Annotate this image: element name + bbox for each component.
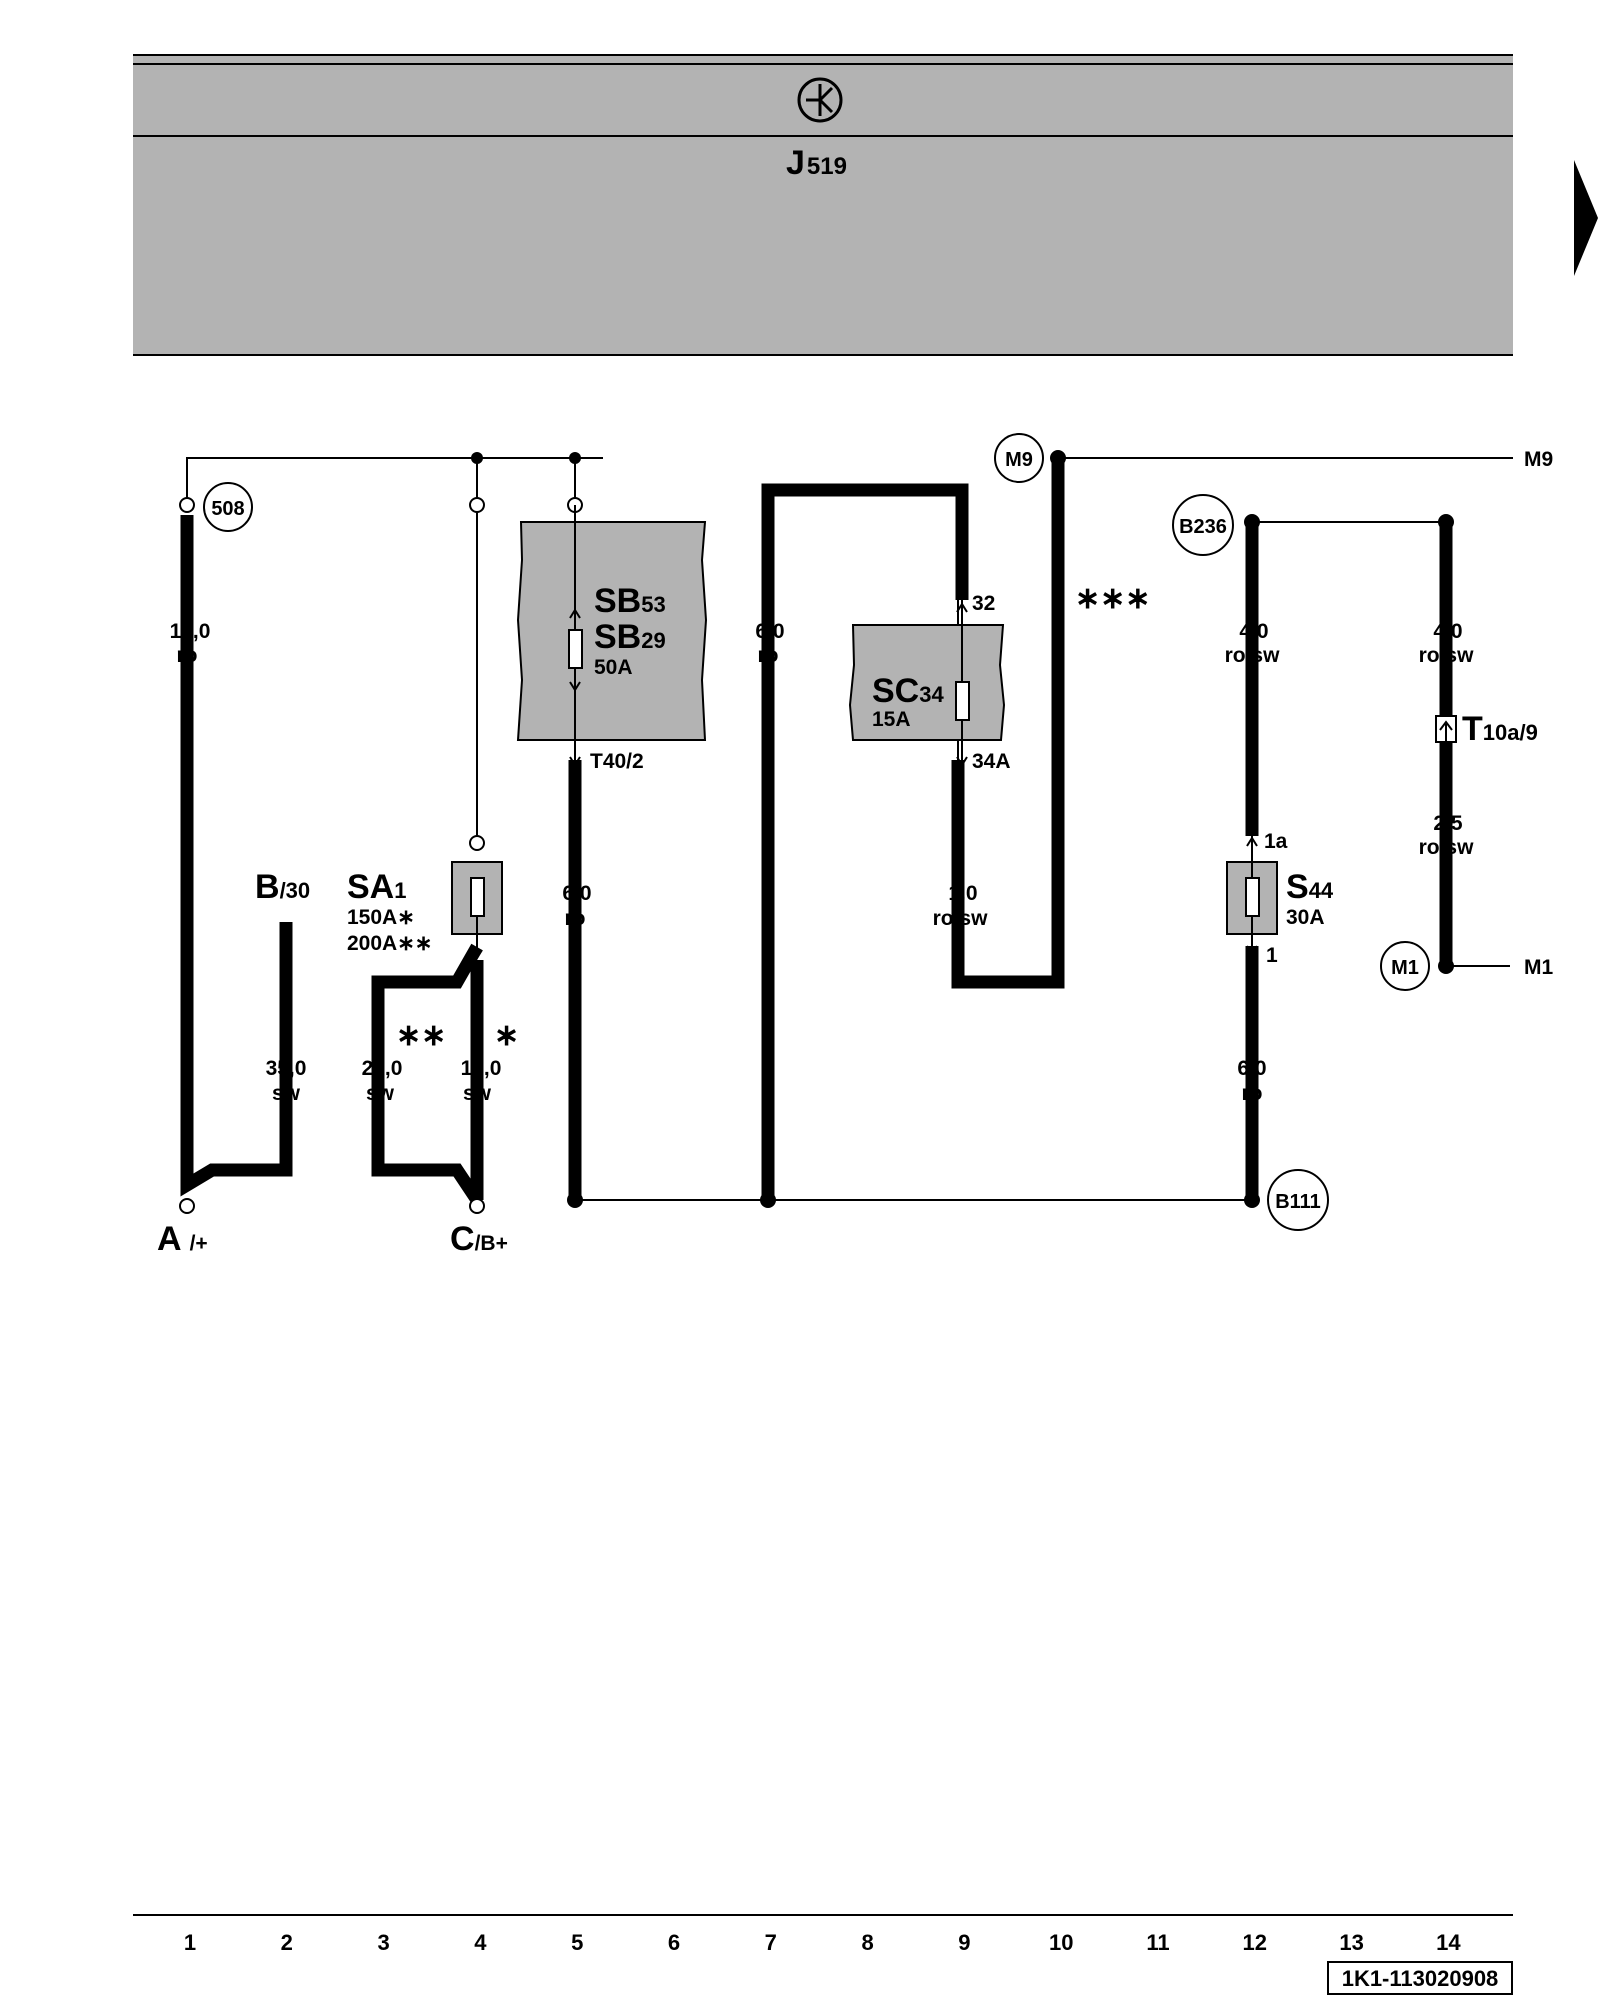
wire-4-size: 16,0 — [461, 1057, 502, 1080]
fuse-sc34-rating: 15A — [872, 708, 911, 731]
marker-b236: B236 — [1179, 516, 1227, 538]
wire-2-color: sw — [272, 1082, 301, 1105]
column-number: 12 — [1243, 1930, 1267, 1955]
column-number: 1 — [184, 1930, 196, 1955]
column-number: 11 — [1146, 1930, 1169, 1955]
column-number: 6 — [668, 1930, 680, 1955]
edge-label-m9: M9 — [1524, 448, 1553, 471]
pin-34a: 34A — [972, 750, 1011, 773]
wire-3-color: sw — [366, 1082, 395, 1105]
wire-1-size: 16,0 — [170, 620, 211, 643]
fuse-sa1-rating-1: 150A∗ — [347, 906, 415, 929]
pin-arrows — [471, 602, 1258, 960]
column-number: 8 — [861, 1930, 873, 1955]
marker-m1: M1 — [1391, 957, 1419, 979]
wire-4-color: sw — [463, 1082, 492, 1105]
column-number: 4 — [474, 1930, 487, 1955]
fuse-sa1-label: SA1 — [347, 868, 406, 906]
wire-12a-size: 4,0 — [1239, 620, 1268, 643]
terminal-b: B/30 — [255, 868, 310, 906]
fuse-sb29-label: SB29 — [594, 618, 666, 656]
pin-32: 32 — [972, 592, 995, 615]
pin-t40-2: T40/2 — [590, 750, 644, 773]
header-panel: J519 — [133, 54, 1513, 356]
wire-2-size: 35,0 — [266, 1057, 307, 1080]
wire-7-size: 6,0 — [755, 620, 784, 643]
module-label: J519 — [786, 144, 847, 182]
fuse-sb29-rating: 50A — [594, 656, 633, 679]
wire-14b-color: ro/sw — [1419, 836, 1475, 859]
column-number: 7 — [765, 1930, 777, 1955]
wire-14a-color: ro/sw — [1419, 644, 1475, 667]
wire-9-size: 1,0 — [948, 882, 977, 905]
note-double-star: ∗∗ — [396, 1019, 446, 1052]
fuse-sa1-rating-2: 200A∗∗ — [347, 932, 432, 955]
connector-t10-label: T10a/9 — [1462, 710, 1538, 748]
marker-circles — [203, 433, 1430, 1231]
wire-14a-size: 4,0 — [1433, 620, 1462, 643]
note-single-star: ∗ — [494, 1019, 519, 1052]
edge-label-m1: M1 — [1524, 956, 1553, 979]
column-number: 10 — [1049, 1930, 1073, 1955]
connector-t10-icon — [1435, 715, 1457, 743]
wire-14b-size: 2,5 — [1433, 812, 1463, 835]
fuse-box-sb — [516, 521, 708, 741]
fuse-elements — [470, 629, 1260, 917]
column-number: 2 — [281, 1930, 293, 1955]
wire-12b-color: ro — [1242, 1082, 1263, 1105]
column-number: 9 — [958, 1930, 970, 1955]
wire-5-size: 6,0 — [562, 882, 591, 905]
terminal-c: C/B+ — [450, 1220, 508, 1258]
fuse-s44-label: S44 — [1286, 868, 1334, 906]
column-number: 13 — [1339, 1930, 1363, 1955]
wire-12b-size: 6,0 — [1237, 1057, 1266, 1080]
continue-arrow-icon — [1574, 160, 1598, 276]
column-number: 3 — [377, 1930, 389, 1955]
control-unit-icon — [797, 77, 843, 123]
marker-b111: B111 — [1275, 1191, 1321, 1213]
wire-3-size: 25,0 — [362, 1057, 403, 1080]
pin-1a: 1a — [1264, 830, 1288, 853]
fuse-s44-rating: 30A — [1286, 906, 1325, 929]
terminal-a: A/+ — [157, 1220, 208, 1258]
marker-m9: M9 — [1005, 449, 1033, 471]
note-triple-star: ∗∗∗ — [1075, 582, 1150, 615]
wire-5-color: ro — [565, 907, 586, 930]
marker-508: 508 — [211, 498, 244, 520]
pin-1: 1 — [1266, 944, 1278, 967]
fuse-sc34-label: SC34 — [872, 672, 944, 710]
wire-9-color: ro/sw — [933, 907, 989, 930]
wire-12a-color: ro/sw — [1225, 644, 1281, 667]
fuse-sb53-label: SB53 — [594, 582, 666, 620]
wire-1-color: ro — [177, 644, 198, 667]
column-number: 14 — [1436, 1930, 1461, 1955]
doc-id-box — [1327, 1961, 1513, 1995]
wire-7-color: ro — [758, 644, 779, 667]
wire-labels: 16,0 ro 35,0 sw 25,0 sw 16,0 sw 6,0 ro 6… — [170, 620, 1475, 1105]
thick-wires — [180, 458, 1453, 1204]
column-number: 5 — [571, 1930, 583, 1955]
doc-id: 1K1-113020908 — [1342, 1966, 1499, 1991]
